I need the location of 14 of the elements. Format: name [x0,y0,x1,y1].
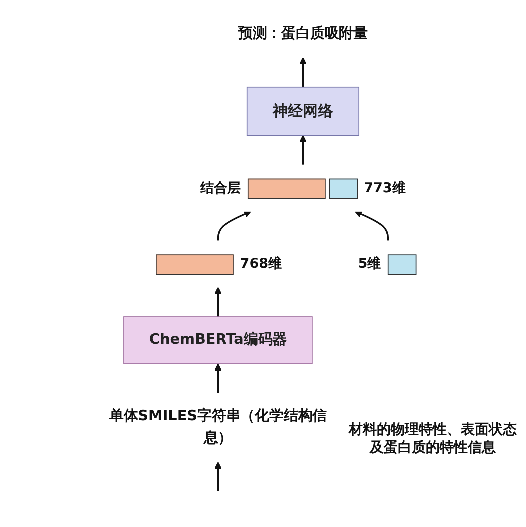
arrow [299,56,307,87]
node-text: 768维 [240,255,282,272]
arrow [354,210,389,241]
node-box: ChemBERTa编码器 [123,316,313,364]
node-text: 5维 [358,255,382,272]
node-text: 结合层 773维 [200,179,406,196]
arrow [214,286,222,316]
node-text: 单体SMILES字符串（化学结构信息） [109,408,327,446]
node-text: 预测：蛋白质吸附量 [238,24,368,42]
arrow [214,461,222,492]
description-text: 材料的物理特性、表面状态及蛋白质的特性信息 [348,421,518,457]
arrow [299,134,307,165]
arrow [214,363,222,394]
arrow [217,210,252,241]
